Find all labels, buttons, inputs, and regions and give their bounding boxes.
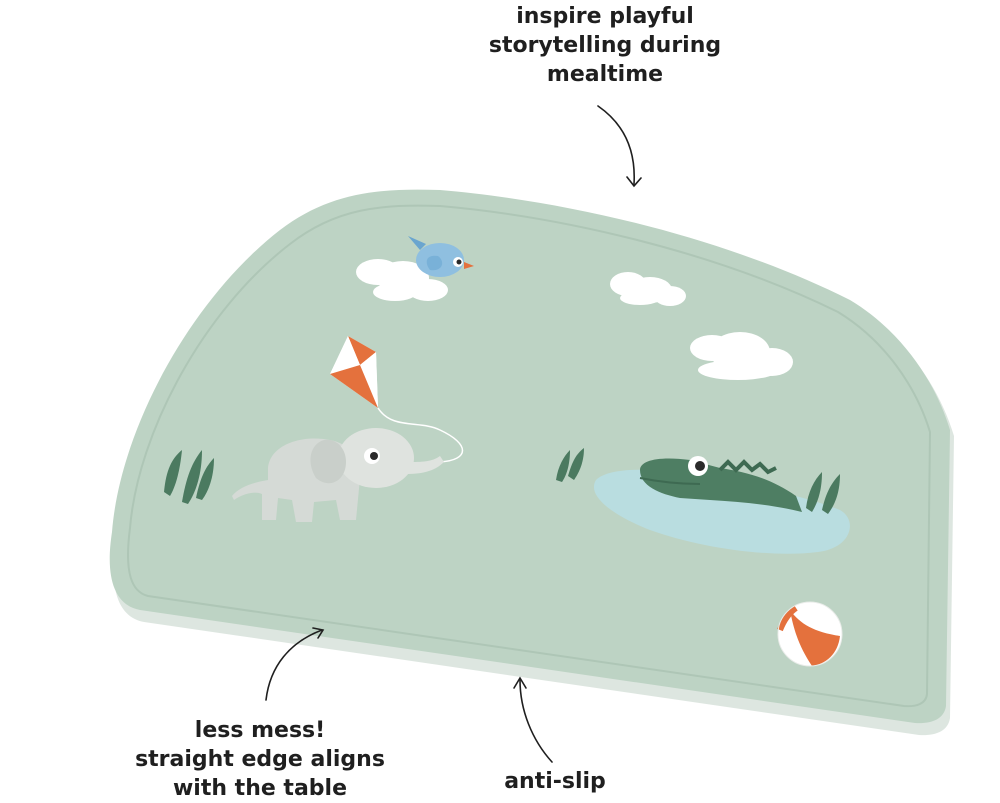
arrow-left-icon [265,627,325,701]
callout-anti-slip-line-1: anti-slip [504,769,606,794]
callout-storytelling-line-2: storytelling during [488,33,722,58]
callout-storytelling: inspire playful storytelling during meal… [420,2,790,89]
callout-less-mess-line-1: less mess! [194,718,326,743]
arrow-bottom-icon [513,676,553,763]
callout-less-mess-line-2: straight edge aligns [135,747,385,772]
elephant-icon [232,428,444,522]
grass-pond-left-icon [556,448,584,482]
bird-icon [408,236,474,277]
arrow-top-icon [597,105,642,188]
grass-pond-right-icon [806,472,840,514]
callout-anti-slip: anti-slip [480,767,630,796]
cloud-left [356,259,448,301]
kite-icon [330,336,463,463]
crocodile-icon [639,456,802,512]
placemat-rim [127,204,932,708]
cloud-middle [610,272,686,306]
beach-ball-icon [777,601,843,667]
callout-less-mess-line-3: with the table [172,776,348,801]
callout-less-mess: less mess! straight edge aligns with the… [110,716,410,803]
cloud-right [690,332,793,380]
placemat [109,189,950,724]
callout-storytelling-line-1: inspire playful [516,4,694,29]
callout-storytelling-line-3: mealtime [546,62,664,87]
grass-left-icon [164,450,214,504]
